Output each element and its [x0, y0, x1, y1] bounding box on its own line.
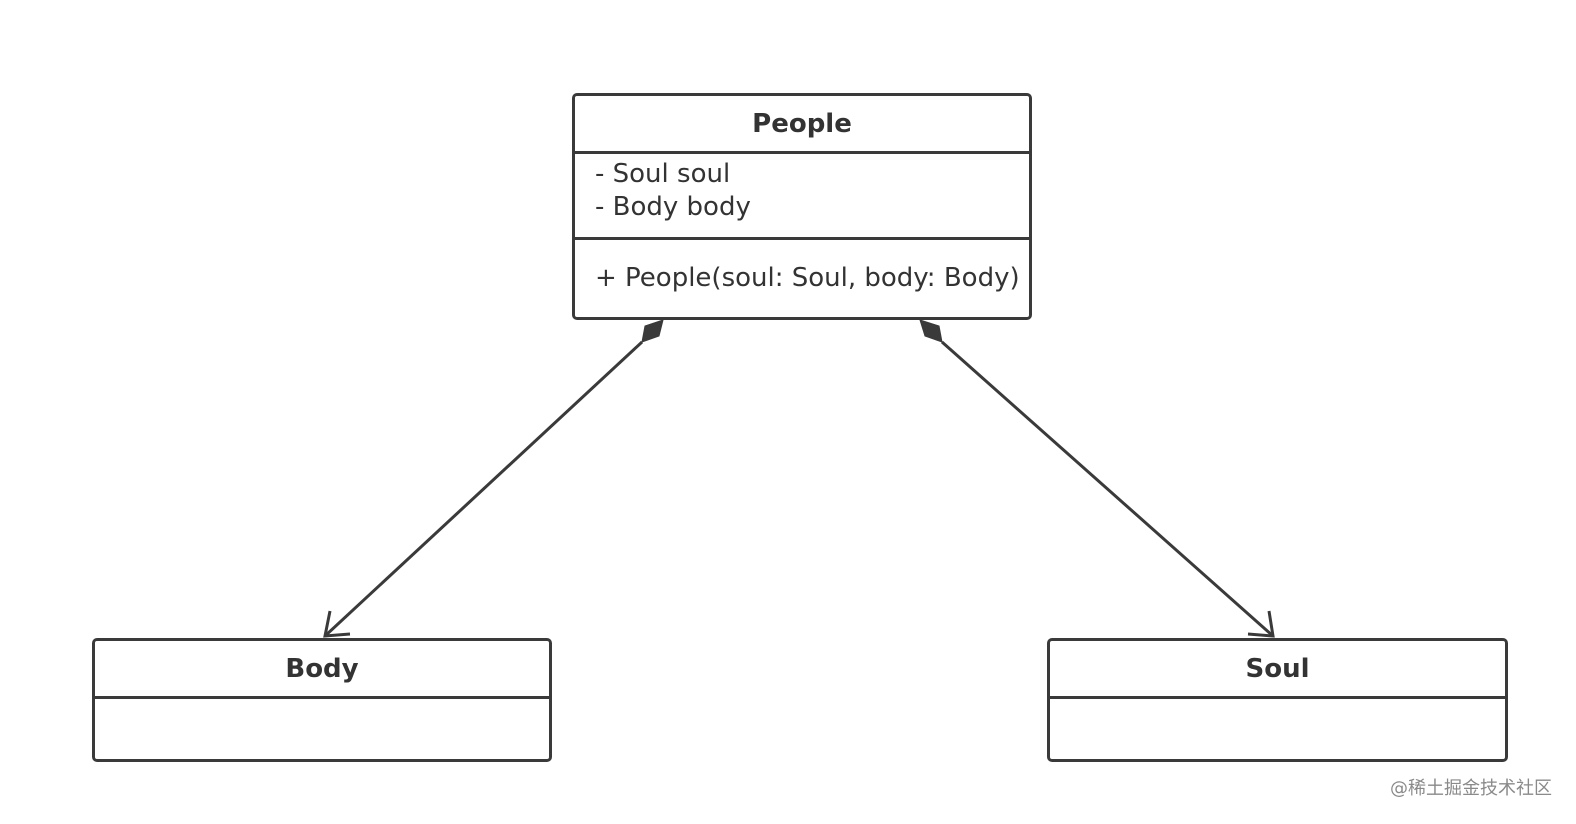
watermark: @稀土掘金技术社区 [1390, 778, 1552, 799]
people-operations: + People(soul: Soul, body: Body) [575, 240, 1029, 295]
composition-diamond-body [641, 319, 664, 343]
arrowhead-body [323, 610, 351, 638]
arrowhead-soul [1247, 610, 1275, 638]
composition-diamond-soul [919, 319, 943, 343]
attribute-soul: - Soul soul [595, 159, 731, 189]
soul-class[interactable]: Soul [1047, 638, 1508, 762]
soul-class-name: Soul [1050, 641, 1505, 699]
composition-people-body [323, 319, 664, 638]
attribute-body: - Body body [595, 192, 751, 222]
composition-people-soul [919, 319, 1275, 638]
people-attributes: - Soul soul - Body body [575, 154, 1029, 240]
operation-constructor: + People(soul: Soul, body: Body) [595, 263, 1020, 293]
body-class[interactable]: Body [92, 638, 552, 762]
body-class-name: Body [95, 641, 549, 699]
people-class-name: People [575, 96, 1029, 154]
association-line-soul [941, 340, 1274, 638]
people-class[interactable]: People - Soul soul - Body body + People(… [572, 93, 1032, 320]
association-line-body [323, 340, 644, 638]
